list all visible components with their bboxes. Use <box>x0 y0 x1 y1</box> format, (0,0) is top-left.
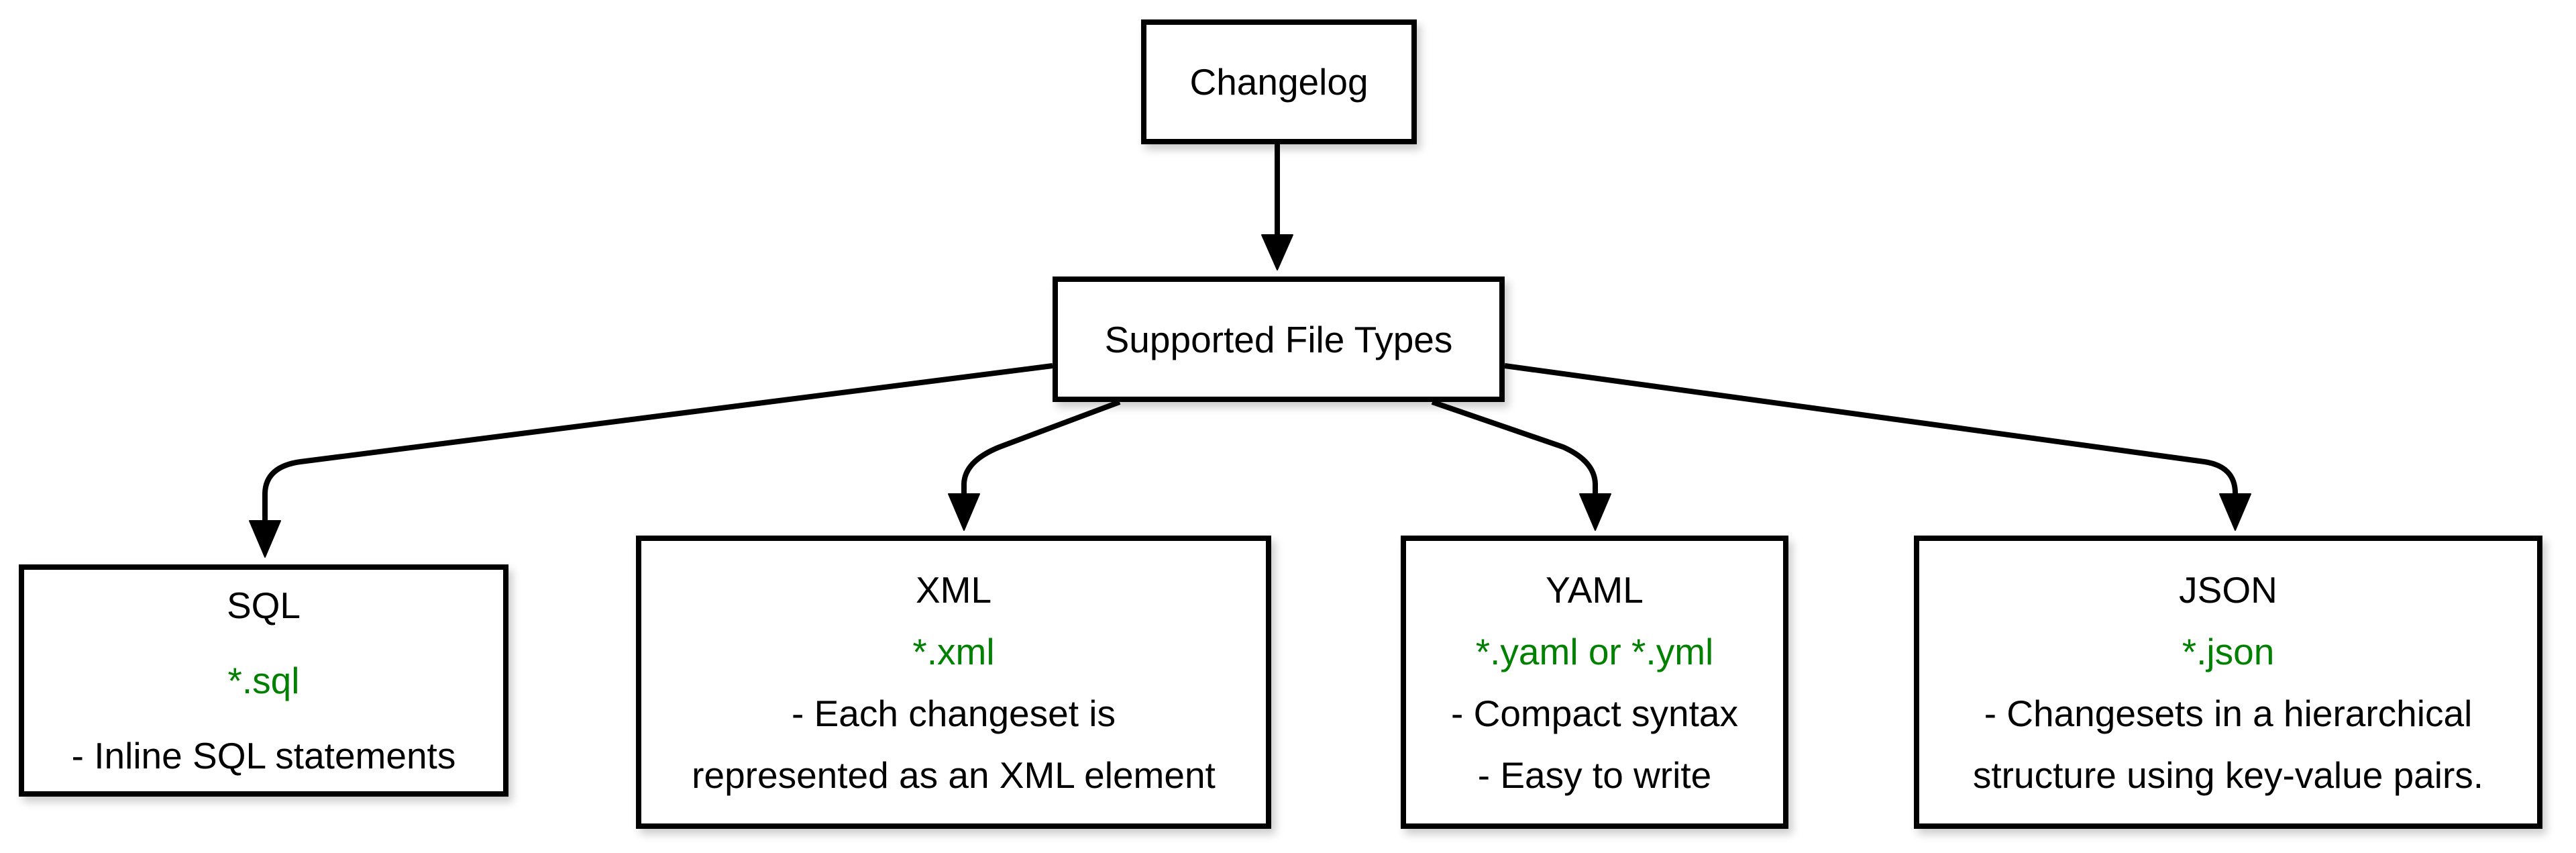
node-changelog: Changelog <box>1141 19 1417 144</box>
node-changelog-label: Changelog <box>1189 61 1368 103</box>
node-sql-note: - Inline SQL statements <box>71 735 456 776</box>
node-yaml: YAML *.yaml or *.yml - Compact syntax - … <box>1401 536 1788 829</box>
node-sql-file-pattern: *.sql <box>227 660 300 701</box>
node-yaml-title: YAML <box>1546 568 1644 611</box>
node-yaml-file-pattern: *.yaml or *.yml <box>1475 630 1714 672</box>
edge-supported-to-sql <box>249 363 1053 558</box>
node-supported-label: Supported File Types <box>1104 318 1453 360</box>
node-xml-note: - Each changeset is <box>791 692 1116 734</box>
node-json-file-pattern: *.json <box>2182 630 2275 672</box>
edge-supported-to-yaml <box>1431 399 1611 531</box>
node-json-note: - Changesets in a hierarchical <box>1984 692 2473 734</box>
node-yaml-note: - Compact syntax <box>1451 692 1738 734</box>
node-json-note: structure using key-value pairs. <box>1972 754 2484 796</box>
node-xml-title: XML <box>915 568 992 611</box>
node-yaml-note: - Easy to write <box>1477 754 1712 796</box>
node-json: JSON *.json - Changesets in a hierarchic… <box>1914 536 2542 829</box>
node-sql: SQL *.sql - Inline SQL statements <box>19 564 508 797</box>
node-supported-file-types: Supported File Types <box>1053 277 1505 402</box>
node-xml: XML *.xml - Each changeset is represente… <box>636 536 1271 829</box>
edge-supported-to-json <box>1504 363 2251 531</box>
node-xml-file-pattern: *.xml <box>912 630 995 672</box>
edge-supported-to-xml <box>948 399 1121 531</box>
node-json-title: JSON <box>2179 568 2277 611</box>
edge-changelog-to-supported <box>1261 143 1293 270</box>
node-sql-title: SQL <box>226 585 301 626</box>
node-xml-note: represented as an XML element <box>692 754 1216 796</box>
